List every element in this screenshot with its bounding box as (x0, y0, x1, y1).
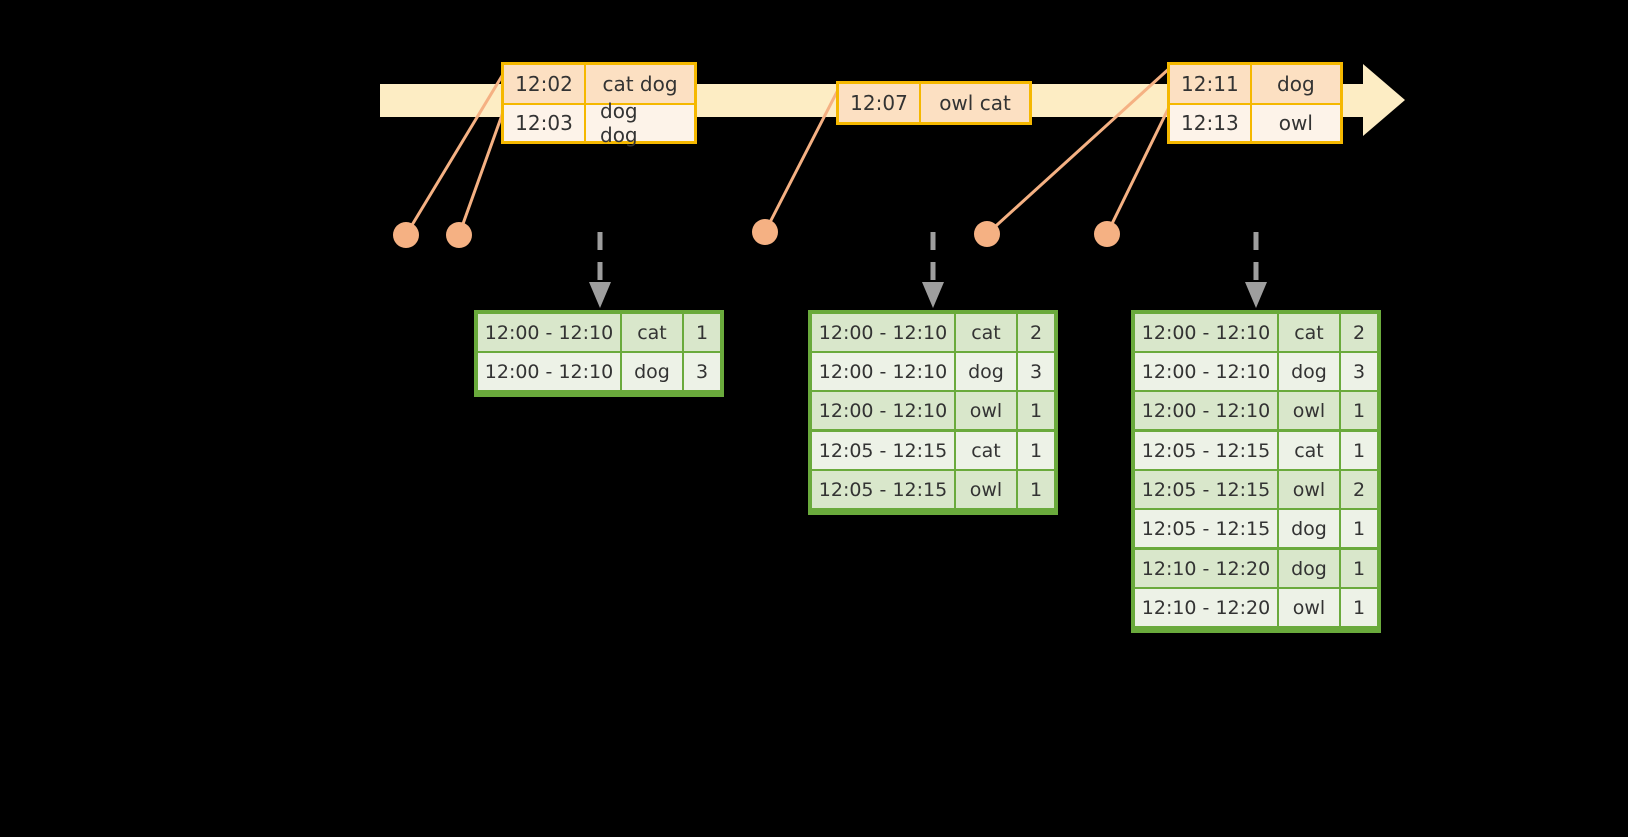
connector-line-2 (457, 100, 509, 236)
cell-window: 12:00 - 12:10 (478, 314, 620, 351)
down-arrow-1 (589, 232, 611, 312)
timeline-arrow-icon (1363, 64, 1405, 136)
cell-word: cat (956, 314, 1016, 351)
cell-count: 3 (1341, 353, 1377, 390)
event-words: owl (1251, 105, 1340, 141)
event-row: 12:03 dog dog (504, 99, 694, 147)
event-row: 12:11 dog (1170, 65, 1340, 103)
cell-word: dog (622, 353, 682, 390)
connector-dot-3 (752, 219, 778, 245)
event-time: 12:03 (504, 105, 586, 141)
cell-word: owl (956, 392, 1016, 429)
cell-window: 12:05 - 12:15 (812, 471, 954, 508)
cell-count: 3 (1018, 353, 1054, 390)
cell-word: dog (1279, 510, 1339, 547)
cell-word: dog (1279, 550, 1339, 587)
cell-count: 1 (1341, 550, 1377, 587)
event-words: dog (1251, 65, 1340, 103)
cell-count: 2 (1341, 314, 1377, 351)
cell-word: owl (1279, 589, 1339, 626)
cell-window: 12:00 - 12:10 (812, 392, 954, 429)
event-box-3[interactable]: 12:11 dog 12:13 owl (1167, 62, 1343, 144)
event-row: 12:07 owl cat (839, 84, 1029, 122)
cell-window: 12:05 - 12:15 (1135, 432, 1277, 469)
cell-window: 12:05 - 12:15 (1135, 510, 1277, 547)
cell-word: cat (622, 314, 682, 351)
cell-count: 2 (1018, 314, 1054, 351)
connector-dot-1 (393, 222, 419, 248)
connector-dot-2 (446, 222, 472, 248)
cell-window: 12:00 - 12:10 (1135, 353, 1277, 390)
cell-count: 1 (1018, 471, 1054, 508)
cell-window: 12:05 - 12:15 (1135, 471, 1277, 508)
cell-count: 1 (684, 314, 720, 351)
connector-dot-5 (1094, 221, 1120, 247)
cell-count: 1 (1341, 432, 1377, 469)
cell-window: 12:10 - 12:20 (1135, 550, 1277, 587)
cell-count: 1 (1341, 510, 1377, 547)
cell-word: owl (1279, 471, 1339, 508)
cell-window: 12:00 - 12:10 (1135, 314, 1277, 351)
event-words: owl cat (921, 84, 1029, 122)
cell-word: cat (1279, 314, 1339, 351)
connector-line-5 (1105, 100, 1174, 235)
cell-word: cat (956, 432, 1016, 469)
event-box-2[interactable]: 12:07 owl cat (836, 81, 1032, 125)
down-arrow-3 (1245, 232, 1267, 312)
event-time: 12:13 (1170, 105, 1252, 141)
cell-window: 12:00 - 12:10 (812, 314, 954, 351)
event-row: 12:02 cat dog (504, 65, 694, 103)
cell-count: 1 (1018, 432, 1054, 469)
cell-count: 3 (684, 353, 720, 390)
event-time: 12:02 (504, 65, 586, 103)
cell-word: dog (956, 353, 1016, 390)
cell-window: 12:00 - 12:10 (1135, 392, 1277, 429)
event-words: dog dog (586, 99, 694, 147)
cell-word: dog (1279, 353, 1339, 390)
cell-word: owl (956, 471, 1016, 508)
cell-window: 12:10 - 12:20 (1135, 589, 1277, 626)
event-time: 12:11 (1170, 65, 1252, 103)
cell-word: cat (1279, 432, 1339, 469)
cell-window: 12:00 - 12:10 (478, 353, 620, 390)
event-time: 12:07 (839, 84, 921, 122)
cell-count: 2 (1341, 471, 1377, 508)
event-row: 12:13 owl (1170, 103, 1340, 141)
connector-dot-4 (974, 221, 1000, 247)
cell-word: owl (1279, 392, 1339, 429)
cell-count: 1 (1018, 392, 1054, 429)
cell-window: 12:00 - 12:10 (812, 353, 954, 390)
cell-count: 1 (1341, 589, 1377, 626)
event-words: cat dog (586, 65, 694, 103)
down-arrow-2 (922, 232, 944, 312)
cell-count: 1 (1341, 392, 1377, 429)
cell-window: 12:05 - 12:15 (812, 432, 954, 469)
event-box-1[interactable]: 12:02 cat dog 12:03 dog dog (501, 62, 697, 147)
